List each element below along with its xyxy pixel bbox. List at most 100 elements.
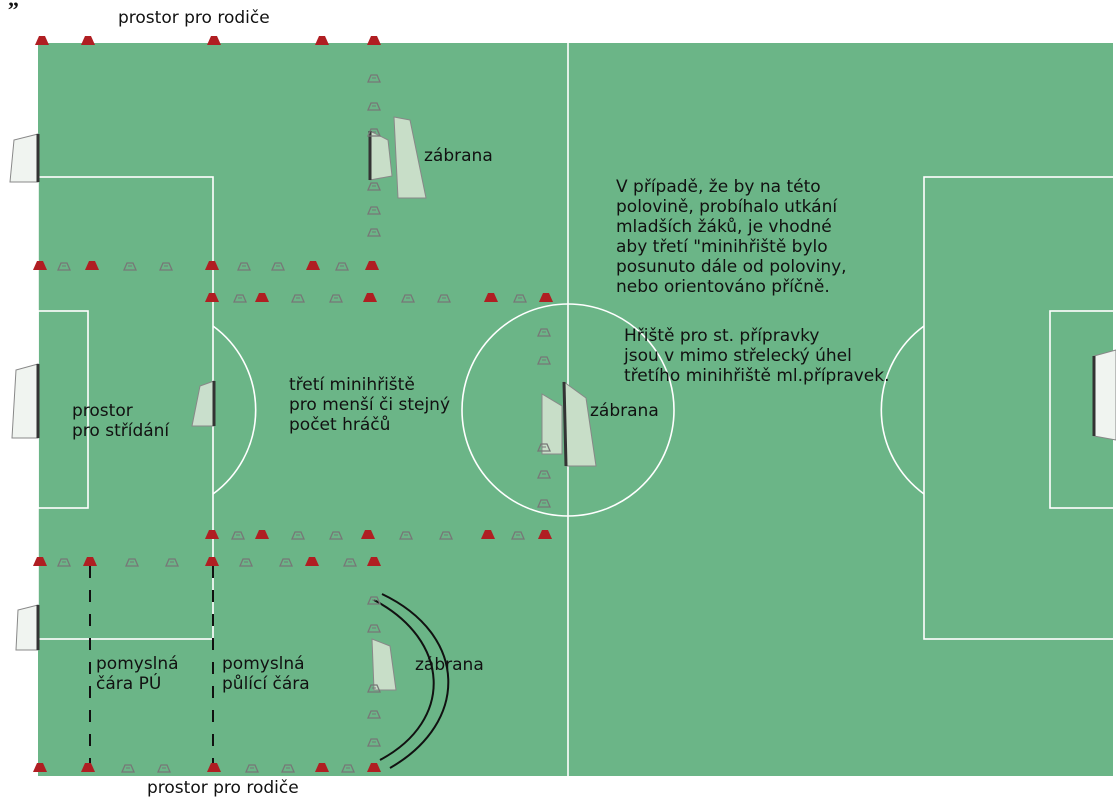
grey-cone-icon	[367, 710, 381, 719]
red-cone-icon	[361, 530, 375, 539]
grey-cone-icon	[537, 470, 551, 479]
grey-cone-icon	[367, 624, 381, 633]
red-cone-icon	[255, 530, 269, 539]
red-cone-icon	[81, 36, 95, 45]
grey-cone-icon	[367, 102, 381, 111]
grey-cone-icon	[329, 531, 343, 540]
red-cone-icon	[305, 557, 319, 566]
red-cone-icon	[207, 36, 221, 45]
grey-cone-icon	[239, 558, 253, 567]
goal-net-icon	[1092, 349, 1116, 441]
cut-heading-fragment: „	[8, 0, 19, 12]
grey-cone-icon	[537, 443, 551, 452]
barrier-icon	[393, 116, 427, 199]
grey-cone-icon	[57, 558, 71, 567]
centre-circle	[461, 303, 675, 517]
imaginary-halfway-label: pomyslná půlící čára	[222, 654, 310, 694]
red-cone-icon	[33, 557, 47, 566]
barrier-bottom-label: zábrana	[415, 655, 484, 675]
red-cone-icon	[81, 763, 95, 772]
grey-cone-icon	[399, 531, 413, 540]
barrier-top-label: zábrana	[424, 146, 493, 166]
grey-cone-icon	[511, 531, 525, 540]
grey-cone-icon	[123, 262, 137, 271]
barrier-icon	[368, 130, 393, 181]
red-cone-icon	[481, 530, 495, 539]
grey-cone-icon	[367, 128, 381, 137]
imaginary-lines	[89, 566, 214, 770]
red-cone-icon	[35, 36, 49, 45]
red-cone-icon	[539, 293, 553, 302]
note-block-1: V případě, že by na této polovině, probí…	[616, 177, 847, 297]
grey-cone-icon	[125, 558, 139, 567]
grey-cone-icon	[367, 596, 381, 605]
red-cone-icon	[205, 293, 219, 302]
goal-nets	[9, 116, 1116, 691]
red-cone-icon	[367, 36, 381, 45]
right-penalty-box	[923, 176, 1116, 640]
grey-cone-icon	[165, 558, 179, 567]
grey-cone-icon	[231, 531, 245, 540]
substitution-area-label: prostor pro střídání	[72, 401, 170, 441]
barrier-icon	[541, 393, 563, 455]
goal-net-icon	[9, 133, 40, 183]
grey-cone-icon	[439, 531, 453, 540]
grey-cone-icon	[537, 499, 551, 508]
grey-cone-icon	[237, 262, 251, 271]
red-cone-icon	[205, 261, 219, 270]
grey-cone-icon	[367, 74, 381, 83]
goal-net-icon	[191, 380, 216, 427]
red-cone-icon	[306, 261, 320, 270]
grey-cone-icon	[159, 262, 173, 271]
red-cone-icon	[315, 36, 329, 45]
red-cone-icon	[365, 261, 379, 270]
grey-cone-icon	[335, 262, 349, 271]
grey-cone-icon	[437, 294, 451, 303]
grey-cone-icon	[281, 764, 295, 773]
grey-cone-icon	[367, 738, 381, 747]
grey-cone-icon	[233, 294, 247, 303]
grey-cone-icon	[343, 558, 357, 567]
grey-cone-icon	[121, 764, 135, 773]
grey-cone-icon	[537, 356, 551, 365]
red-cone-icon	[85, 261, 99, 270]
red-cone-icon	[367, 557, 381, 566]
red-cone-icon	[205, 530, 219, 539]
red-cone-icon	[255, 293, 269, 302]
grey-cone-icon	[279, 558, 293, 567]
goal-net-icon	[11, 363, 40, 439]
right-penalty-arc	[880, 325, 925, 495]
grey-cone-icon	[367, 228, 381, 237]
red-cone-icon	[315, 763, 329, 772]
grey-cone-icon	[367, 206, 381, 215]
grey-cone-icon	[401, 294, 415, 303]
bottom-parents-label: prostor pro rodiče	[147, 778, 299, 798]
red-cone-icon	[33, 261, 47, 270]
barrier-icon	[371, 638, 397, 691]
imaginary-pu-label: pomyslná čára PÚ	[96, 654, 179, 694]
grey-cone-icon	[271, 262, 285, 271]
cones	[33, 36, 553, 773]
red-cone-icon	[367, 763, 381, 772]
grey-cone-icon	[513, 294, 527, 303]
grey-cone-icon	[157, 764, 171, 773]
grey-cone-icon	[537, 328, 551, 337]
right-goal-box	[1049, 310, 1116, 509]
red-cone-icon	[538, 530, 552, 539]
red-cone-icon	[363, 293, 377, 302]
barrier-icon	[562, 381, 597, 467]
red-cone-icon	[205, 557, 219, 566]
red-cone-icon	[484, 293, 498, 302]
barrier-arc	[373, 593, 450, 769]
third-minifield-label: třetí minihřiště pro menší či stejný poč…	[289, 375, 451, 435]
grey-cone-icon	[367, 182, 381, 191]
red-cone-icon	[83, 557, 97, 566]
grey-cone-icon	[329, 294, 343, 303]
grey-cone-icon	[367, 684, 381, 693]
goal-net-icon	[15, 604, 40, 651]
left-penalty-arc	[212, 325, 257, 495]
barrier-middle-label: zábrana	[590, 401, 659, 421]
grey-cone-icon	[291, 531, 305, 540]
top-parents-label: prostor pro rodiče	[118, 8, 270, 28]
